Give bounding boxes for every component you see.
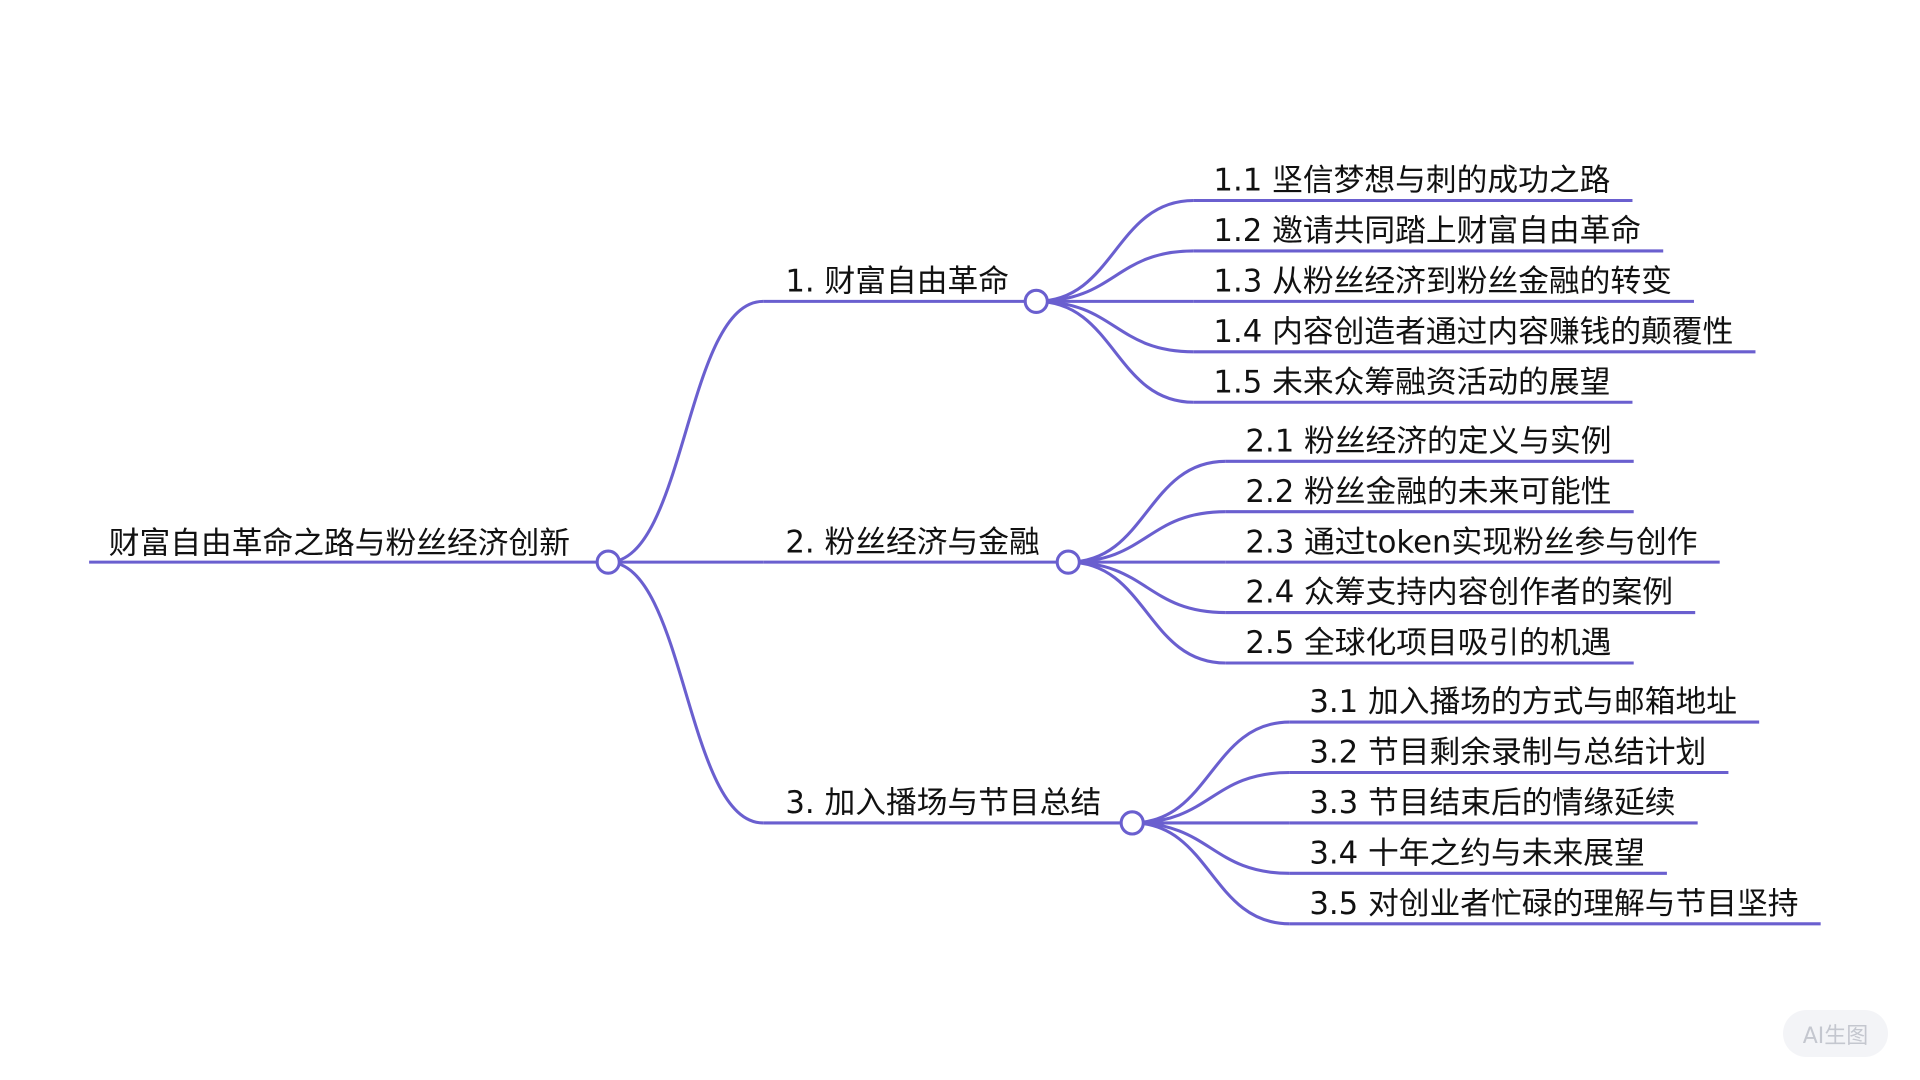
leaf-connector: [1036, 299, 1194, 354]
leaf-topic-label[interactable]: 3.4 十年之约与未来展望: [1309, 836, 1644, 872]
leaf-topic-label[interactable]: 2.2 粉丝金融的未来可能性: [1245, 474, 1611, 510]
ai-image-badge[interactable]: AI生图: [1783, 1010, 1888, 1057]
leaf-connector: [1068, 459, 1226, 564]
leaf-connector: [1068, 560, 1226, 615]
leaf-topic-label[interactable]: 3.2 节目剩余录制与总结计划: [1309, 735, 1706, 771]
leaf-connector: [1036, 299, 1194, 404]
leaf-topic-label[interactable]: 2.3 通过token实现粉丝参与创作: [1245, 524, 1697, 560]
leaf-connector: [1132, 770, 1290, 825]
leaf-topic-label[interactable]: 3.1 加入播场的方式与邮箱地址: [1309, 684, 1737, 720]
root-topic-label[interactable]: 财富自由革命之路与粉丝经济创新: [109, 526, 570, 562]
branch-collapse-toggle[interactable]: [1023, 288, 1049, 314]
branch-collapse-toggle[interactable]: [1055, 549, 1081, 575]
leaf-connector: [1132, 720, 1290, 825]
leaf-topic-label[interactable]: 1.1 坚信梦想与刺的成功之路: [1213, 163, 1610, 199]
leaf-topic-label[interactable]: 2.5 全球化项目吸引的机遇: [1245, 625, 1611, 661]
branch-collapse-toggle[interactable]: [1119, 810, 1145, 836]
leaf-topic-label[interactable]: 3.5 对创业者忙碌的理解与节目坚持: [1309, 886, 1798, 922]
leaf-connector: [1068, 560, 1226, 665]
leaf-topic-label[interactable]: 1.5 未来众筹融资活动的展望: [1213, 364, 1610, 400]
root-collapse-toggle[interactable]: [595, 549, 621, 575]
leaf-connector: [1036, 198, 1194, 303]
branch-topic-label[interactable]: 2. 粉丝经济与金融: [785, 524, 1039, 560]
leaf-topic-label[interactable]: 1.3 从粉丝经济到粉丝金融的转变: [1213, 264, 1671, 300]
leaf-connector: [1132, 821, 1290, 926]
leaf-topic-label[interactable]: 2.4 众筹支持内容创作者的案例: [1245, 575, 1673, 611]
leaf-topic-label[interactable]: 1.4 内容创造者通过内容赚钱的颠覆性: [1213, 314, 1733, 350]
branch-connector: [608, 560, 764, 825]
leaf-topic-label[interactable]: 1.2 邀请共同踏上财富自由革命: [1213, 213, 1641, 249]
leaf-connector: [1068, 510, 1226, 564]
leaf-connector: [1132, 821, 1290, 875]
leaf-connector: [1036, 249, 1194, 303]
leaf-topic-label[interactable]: 3.3 节目结束后的情缘延续: [1309, 785, 1675, 821]
branch-topic-label[interactable]: 3. 加入播场与节目总结: [785, 785, 1101, 821]
branch-topic-label[interactable]: 1. 财富自由革命: [785, 264, 1009, 300]
branch-connector: [608, 299, 764, 564]
leaf-topic-label[interactable]: 2.1 粉丝经济的定义与实例: [1245, 423, 1611, 459]
